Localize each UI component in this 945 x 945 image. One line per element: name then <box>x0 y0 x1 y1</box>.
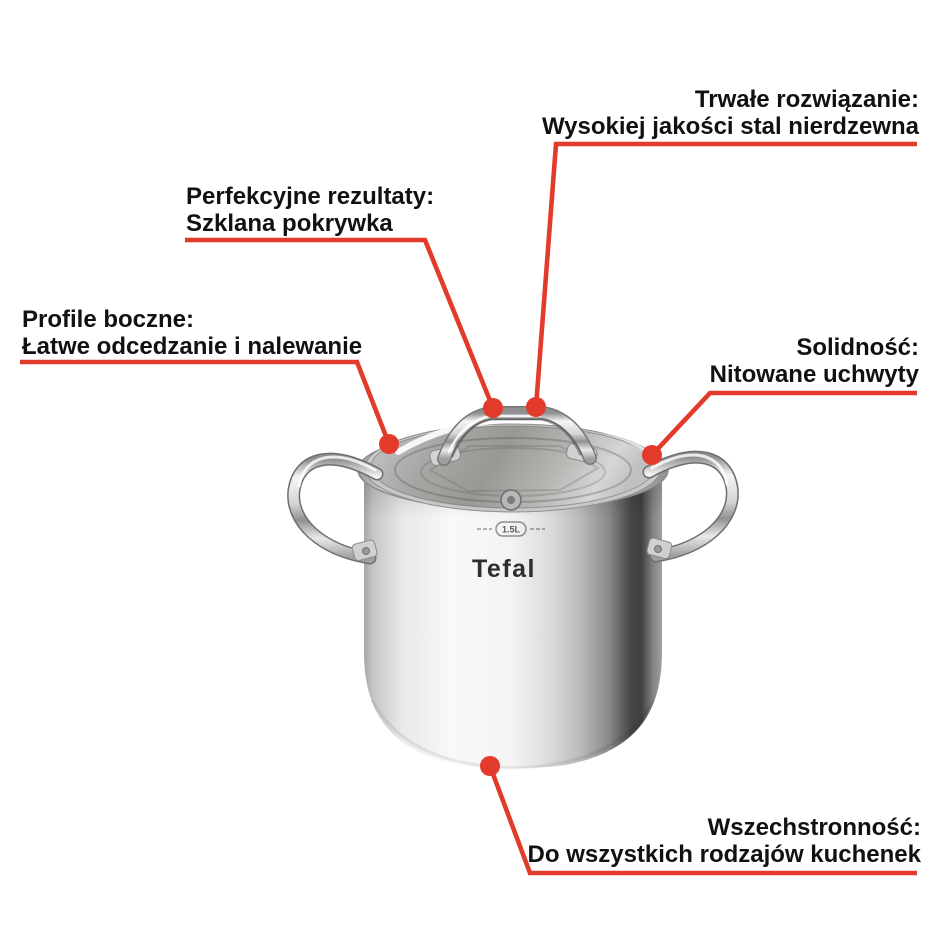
pot-body <box>364 462 662 769</box>
glass-octagon-reflection <box>427 445 600 493</box>
annotation-perfect-results-title: Perfekcyjne rezultaty: <box>186 183 435 210</box>
brand-logo: Tefal <box>472 555 536 583</box>
stock-pot: Tefal 1.5L <box>287 406 739 770</box>
callout-dot-versatility <box>480 756 500 776</box>
pot-base-line <box>370 699 656 770</box>
annotation-durable-solution: Trwałe rozwiązanie: Wysokiej jakości sta… <box>542 86 919 140</box>
callout-dot-durable-solution <box>526 397 546 417</box>
lid-handle <box>429 406 598 466</box>
callout-line-versatility <box>487 765 917 876</box>
capacity-marking: 1.5L <box>477 521 545 537</box>
annotation-perfect-results-description: Szklana pokrywka <box>186 210 393 237</box>
callout-line-perfect-results <box>185 237 496 409</box>
callout-line-side-profiles <box>20 359 392 445</box>
callout-line-solidity <box>650 390 917 457</box>
annotation-side-profiles: Profile boczne: Łatwe odcedzanie i nalew… <box>22 306 362 360</box>
left-side-handle <box>287 452 384 565</box>
annotation-durable-solution-title: Trwałe rozwiązanie: <box>694 86 919 113</box>
glass-highlight-left <box>395 417 508 455</box>
annotation-versatility-title: Wszechstronność: <box>707 814 921 841</box>
callout-dot-solidity <box>642 445 662 465</box>
capacity-marking-text: 1.5L <box>502 525 521 535</box>
left-handle-rivet <box>362 547 370 555</box>
annotation-solidity-title: Solidność: <box>796 334 919 361</box>
right-handle-rivet <box>654 545 662 553</box>
callout-leaders <box>20 141 917 876</box>
annotation-versatility-description: Do wszystkich rodzajów kuchenek <box>527 841 921 868</box>
annotation-perfect-results: Perfekcyjne rezultaty: Szklana pokrywka <box>186 183 434 237</box>
lid-center-rivet-core <box>507 496 515 504</box>
callout-dot-side-profiles <box>379 434 399 454</box>
callout-line-durable-solution <box>533 141 917 408</box>
annotation-side-profiles-description: Łatwe odcedzanie i nalewanie <box>22 333 363 360</box>
annotation-versatility: Wszechstronność: Do wszystkich rodzajów … <box>528 814 921 868</box>
callout-dot-perfect-results <box>483 398 503 418</box>
right-side-handle <box>642 450 739 563</box>
annotation-solidity: Solidność: Nitowane uchwyty <box>710 334 919 388</box>
annotation-durable-solution-description: Wysokiej jakości stal nierdzewna <box>541 113 919 140</box>
annotation-solidity-description: Nitowane uchwyty <box>709 361 919 388</box>
annotation-side-profiles-title: Profile boczne: <box>22 306 195 333</box>
